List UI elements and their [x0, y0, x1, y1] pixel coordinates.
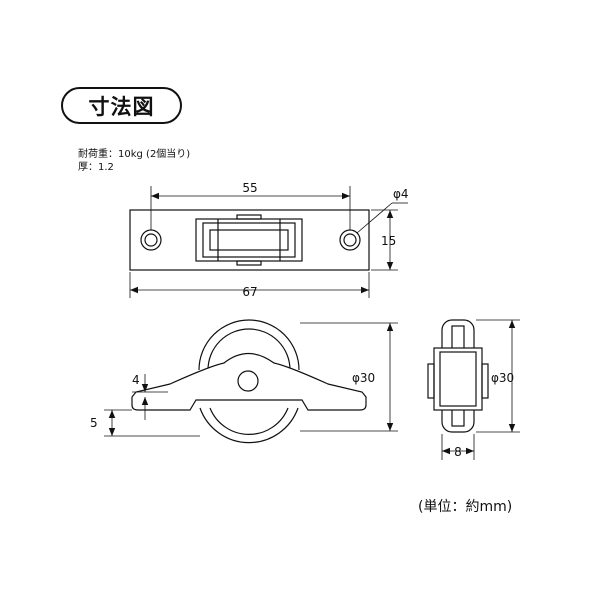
side-dimensions	[441, 319, 520, 460]
top-dimensions	[129, 186, 408, 298]
front-wheel	[198, 319, 300, 371]
left-hole	[140, 229, 162, 251]
side-view	[427, 319, 489, 433]
top-wheel-housing	[195, 218, 303, 262]
front-wheel-diameter-label: φ30	[352, 371, 375, 385]
unit-note: (単位：約mm)	[418, 499, 513, 515]
total-length-label: 67	[242, 285, 257, 299]
front-view	[131, 319, 367, 444]
load-spec: 耐荷重：10kg (2個当り)	[78, 149, 191, 160]
flange-height-label: 4	[132, 373, 140, 387]
hole-diameter-label: φ4	[393, 187, 409, 201]
front-dimensions	[104, 322, 398, 437]
plate-width-label: 15	[381, 234, 396, 248]
diagram-title: 寸法図	[61, 87, 182, 124]
thickness-spec: 厚：1.2	[78, 162, 114, 173]
top-view	[129, 209, 370, 271]
side-wheel-diameter-label: φ30	[491, 371, 514, 385]
hole-pitch-label: 55	[242, 181, 257, 195]
top-plate	[129, 209, 370, 271]
wheel-width-label: 8	[454, 445, 462, 459]
axle-hole	[237, 370, 259, 392]
base-height-label: 5	[90, 416, 98, 430]
side-housing	[433, 347, 483, 411]
